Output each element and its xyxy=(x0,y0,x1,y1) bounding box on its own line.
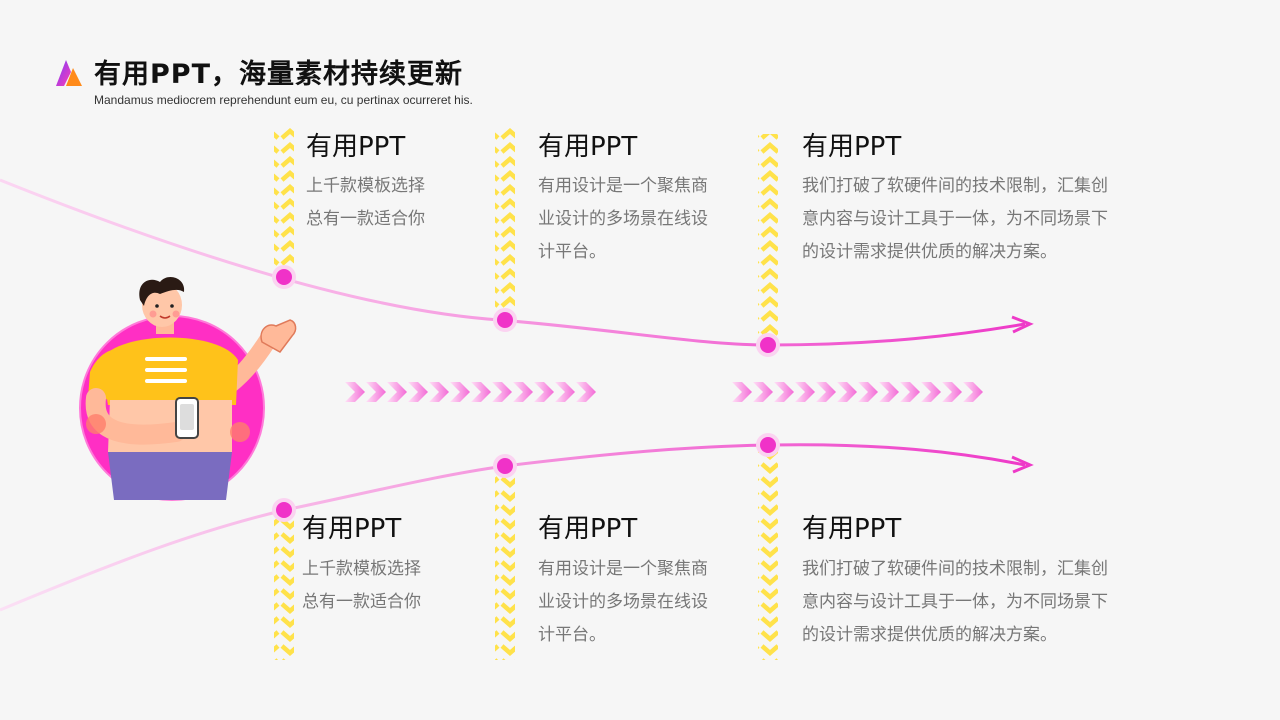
top-3-heading: 有用PPT xyxy=(802,132,902,162)
logo-icon xyxy=(56,60,82,86)
bottom-2-heading: 有用PPT xyxy=(538,514,638,544)
chevron-ribbon-top-3 xyxy=(758,134,778,344)
arrowhead-top xyxy=(1011,315,1034,334)
bottom-1-desc: 上千款模板选择总有一款适合你 xyxy=(302,559,421,612)
bottom-1-heading: 有用PPT xyxy=(302,514,402,544)
bottom-2-desc: 有用设计是一个聚焦商业设计的多场景在线设计平台。 xyxy=(538,559,708,645)
arrowhead-bottom xyxy=(1011,455,1034,474)
curve-top xyxy=(0,178,1026,347)
chevron-row-left xyxy=(345,382,596,402)
top-3-desc: 我们打破了软硬件间的技术限制，汇集创意内容与设计工具于一体，为不同场景下的设计需… xyxy=(802,176,1108,262)
bottom-3-heading: 有用PPT xyxy=(802,514,902,544)
chevron-ribbon-bottom-1 xyxy=(274,510,294,660)
page-subtitle: Mandamus mediocrem reprehendunt eum eu, … xyxy=(94,93,473,107)
character-illustration xyxy=(79,277,297,501)
top-2-desc: 有用设计是一个聚焦商业设计的多场景在线设计平台。 xyxy=(538,176,708,262)
chevron-ribbon-top-1 xyxy=(274,128,294,278)
top-1-heading: 有用PPT xyxy=(306,132,406,162)
chevron-ribbon-bottom-2 xyxy=(495,466,515,660)
chevron-row-right xyxy=(732,382,983,402)
timeline-dots xyxy=(272,265,780,522)
page-title: 有用PPT，海量素材持续更新 xyxy=(94,59,463,90)
chevron-ribbon-bottom-3 xyxy=(758,445,778,660)
chevron-ribbon-top-2 xyxy=(495,128,515,320)
bottom-3-desc: 我们打破了软硬件间的技术限制，汇集创意内容与设计工具于一体，为不同场景下的设计需… xyxy=(802,559,1108,645)
top-2-heading: 有用PPT xyxy=(538,132,638,162)
top-1-desc: 上千款模板选择总有一款适合你 xyxy=(306,176,425,229)
